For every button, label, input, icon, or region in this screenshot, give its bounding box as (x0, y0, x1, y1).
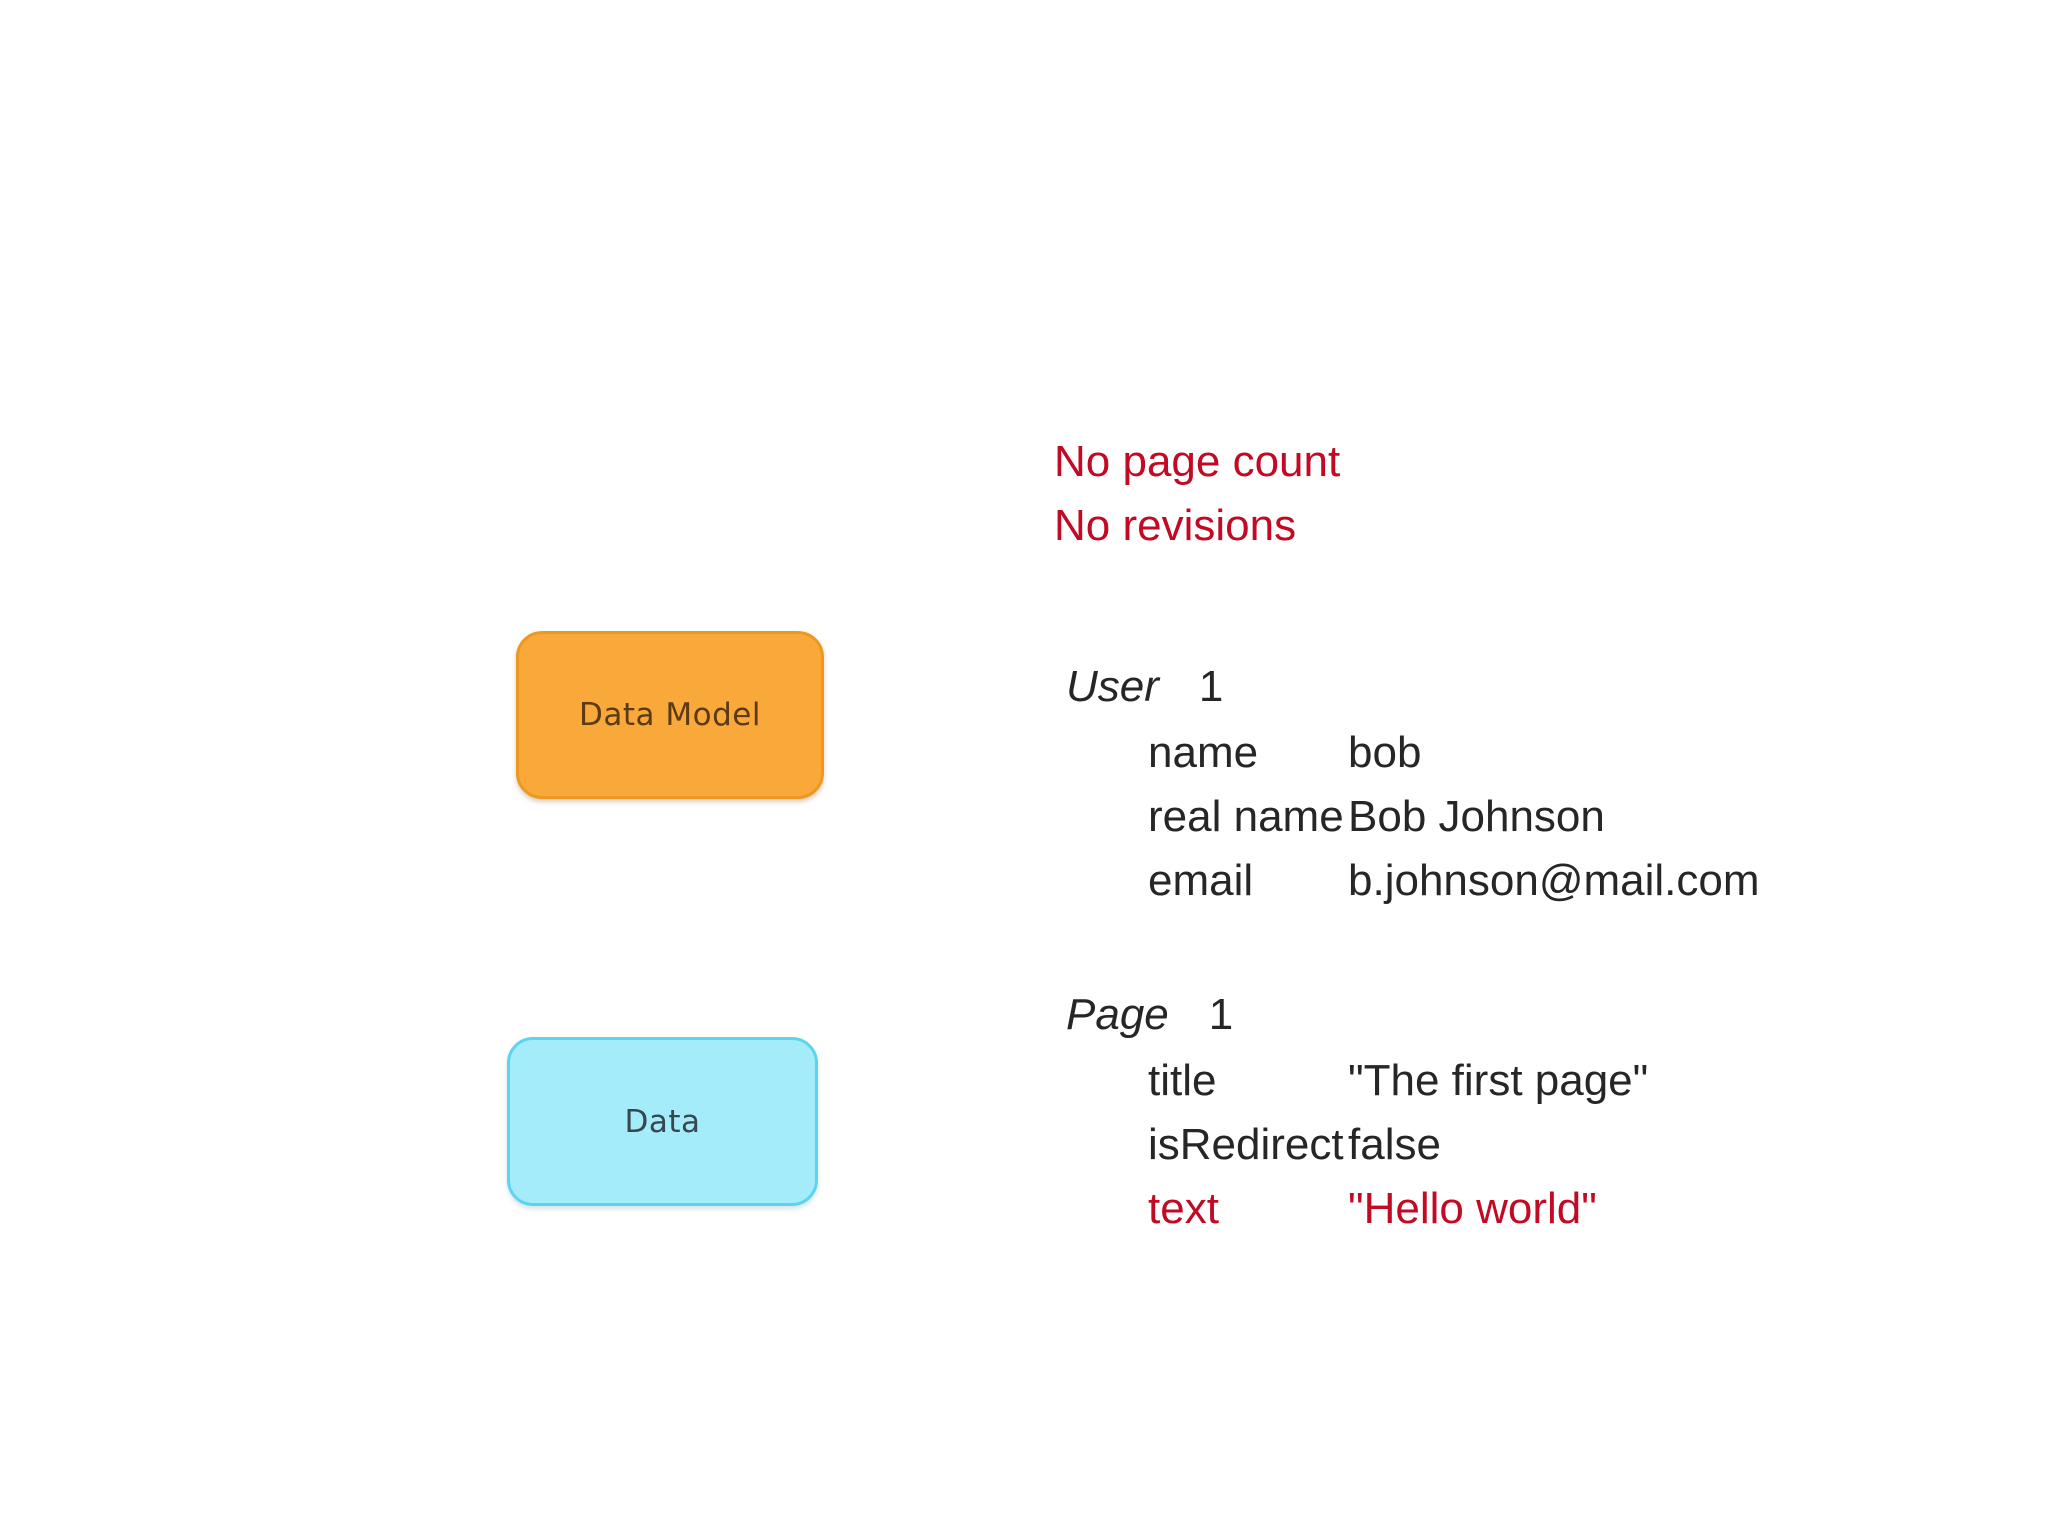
node-data[interactable]: Data (507, 1037, 818, 1206)
record-user-type: User (1066, 662, 1159, 711)
field-value-name: bob (1348, 728, 1422, 777)
field-key-title: title (1148, 1056, 1217, 1105)
field-value-isredirect: false (1348, 1120, 1441, 1169)
field-row: isRedirect false (1066, 1113, 1648, 1177)
annotation-notes: No page count No revisions (1054, 430, 1340, 558)
field-key-isredirect: isRedirect (1148, 1120, 1344, 1169)
field-row: real name Bob Johnson (1066, 785, 1760, 849)
node-data-model-label: Data Model (579, 697, 761, 733)
record-user: User 1 name bob real name Bob Johnson ema… (1066, 655, 1760, 913)
field-value-real-name: Bob Johnson (1348, 792, 1605, 841)
record-page-fields: title "The first page" isRedirect false … (1066, 1049, 1648, 1241)
node-data-label: Data (624, 1103, 701, 1140)
record-page-type: Page (1066, 990, 1169, 1039)
field-key-name: name (1148, 728, 1259, 777)
annotation-line-no-revisions: No revisions (1054, 501, 1297, 550)
node-data-model[interactable]: Data Model (516, 631, 824, 799)
field-key-email: email (1148, 856, 1254, 905)
record-page-header: Page 1 (1066, 983, 1648, 1047)
field-value-title: "The first page" (1348, 1056, 1649, 1105)
field-row: name bob (1066, 721, 1760, 785)
record-page-id: 1 (1208, 990, 1234, 1039)
record-user-header: User 1 (1066, 655, 1760, 719)
field-value-email: b.johnson@mail.com (1348, 856, 1760, 905)
record-user-id: 1 (1198, 662, 1224, 711)
field-value-text: "Hello world" (1348, 1184, 1597, 1233)
field-key-real-name: real name (1148, 792, 1344, 841)
annotation-line-no-page-count: No page count (1054, 437, 1341, 486)
record-user-fields: name bob real name Bob Johnson email b.j… (1066, 721, 1760, 913)
field-row: title "The first page" (1066, 1049, 1648, 1113)
field-row: email b.johnson@mail.com (1066, 849, 1760, 913)
record-page: Page 1 title "The first page" isRedirect … (1066, 983, 1648, 1241)
field-row: text "Hello world" (1066, 1177, 1648, 1241)
field-key-text: text (1148, 1184, 1219, 1233)
